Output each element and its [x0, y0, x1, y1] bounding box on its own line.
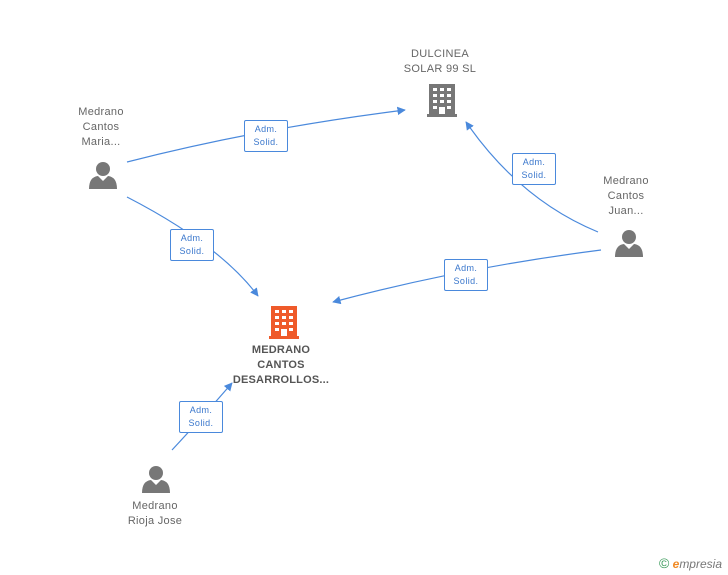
edge-label-line: Solid. — [188, 418, 214, 428]
edge-label-line: Solid. — [179, 246, 205, 256]
node-label-line: Medrano — [603, 175, 649, 187]
edge-label-juan-main[interactable]: Adm. Solid. — [444, 259, 488, 291]
node-label-line: Rioja Jose — [127, 515, 183, 527]
node-label-line: Cantos — [82, 121, 120, 133]
node-label-line: Juan... — [608, 205, 644, 217]
edge-label-line: Adm. — [180, 233, 204, 243]
edge-label-maria-main[interactable]: Adm. Solid. — [170, 229, 214, 261]
person-icon[interactable] — [142, 466, 170, 493]
brand-logo-letter: e — [672, 557, 680, 571]
edge-label-jose-main[interactable]: Adm. Solid. — [179, 401, 223, 433]
node-label-juan[interactable]: Medrano Cantos Juan... — [586, 174, 666, 219]
node-label-line: Maria... — [81, 136, 121, 148]
node-label-line: Medrano — [132, 500, 178, 512]
edge-label-maria-dulcinea[interactable]: Adm. Solid. — [244, 120, 288, 152]
person-icon[interactable] — [89, 162, 117, 189]
node-label-line: DULCINEA — [410, 48, 470, 60]
building-icon[interactable] — [269, 306, 299, 339]
node-label-line: DESARROLLOS... — [232, 374, 330, 386]
brand-logo-text: mpresia — [679, 557, 722, 571]
edge-label-line: Solid. — [453, 276, 479, 286]
building-icon[interactable] — [427, 84, 457, 117]
node-label-line: SOLAR 99 SL — [403, 63, 477, 75]
edge-juan-dulcinea — [465, 121, 599, 233]
node-label-line: MEDRANO — [251, 344, 311, 356]
node-label-line: Cantos — [607, 190, 645, 202]
copyright-icon: © — [658, 555, 670, 571]
node-label-main-company[interactable]: MEDRANO CANTOS DESARROLLOS... — [221, 343, 341, 388]
edge-label-line: Adm. — [254, 124, 278, 134]
node-label-dulcinea[interactable]: DULCINEA SOLAR 99 SL — [390, 47, 490, 77]
edge-label-line: Adm. — [189, 405, 213, 415]
node-label-line: CANTOS — [257, 359, 305, 371]
edge-label-line: Adm. — [454, 263, 478, 273]
edge-label-line: Adm. — [522, 157, 546, 167]
edge-label-line: Solid. — [253, 137, 279, 147]
brand-logo: © empresia — [659, 555, 722, 571]
edge-label-juan-dulcinea[interactable]: Adm. Solid. — [512, 153, 556, 185]
node-label-line: Medrano — [78, 106, 124, 118]
node-label-jose[interactable]: Medrano Rioja Jose — [113, 499, 197, 529]
node-label-maria[interactable]: Medrano Cantos Maria... — [61, 105, 141, 150]
edge-label-line: Solid. — [521, 170, 547, 180]
person-icon[interactable] — [615, 230, 643, 257]
